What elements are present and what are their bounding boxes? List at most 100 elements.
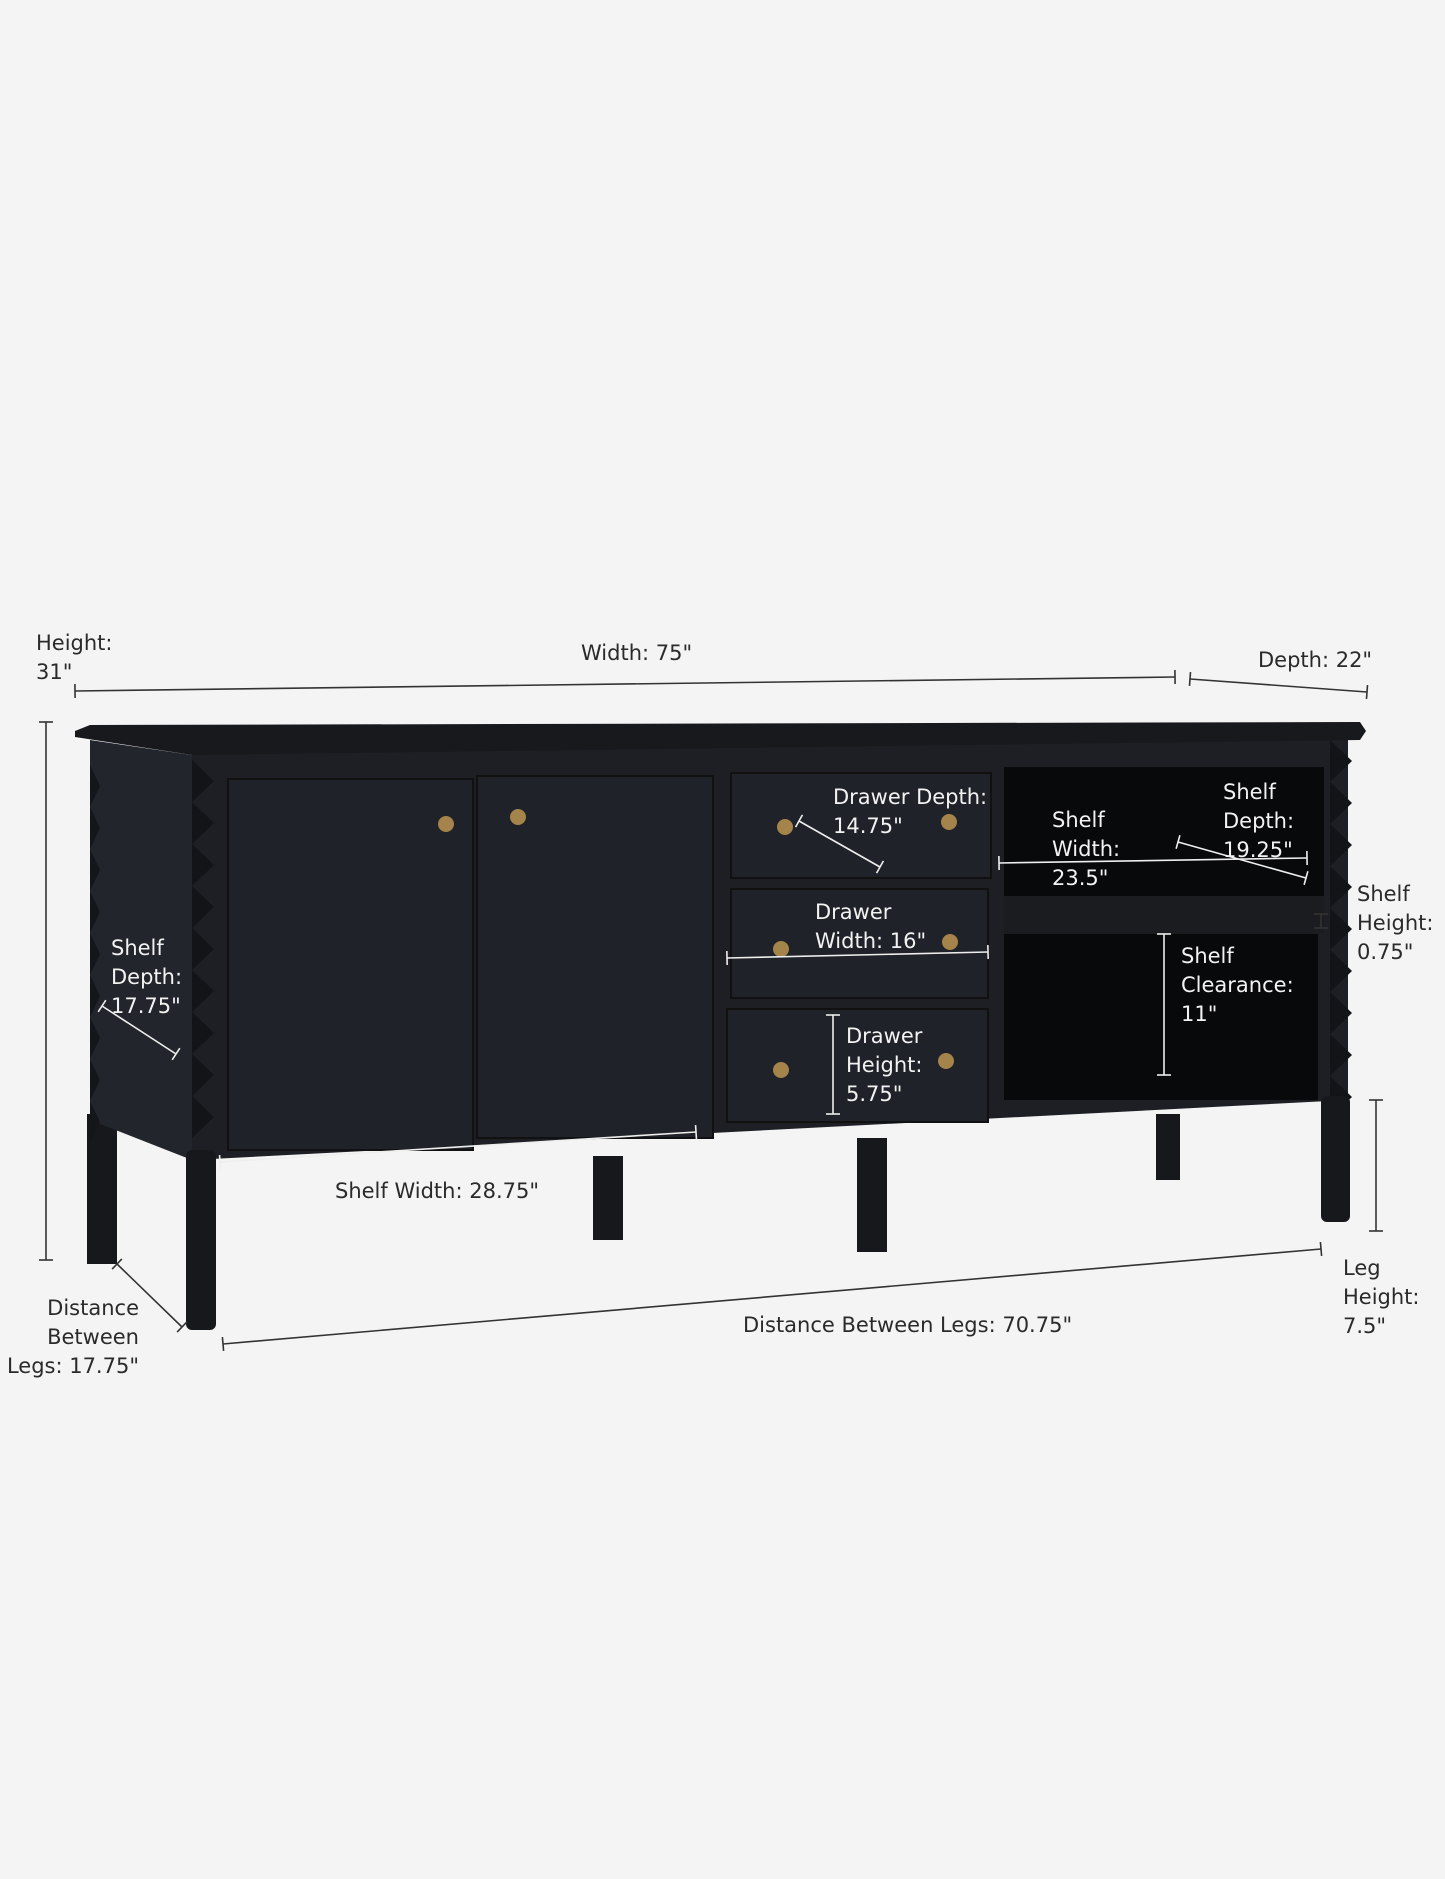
label-line: 14.75" xyxy=(833,814,903,838)
label-line: Shelf xyxy=(1052,808,1105,832)
brass-knob xyxy=(773,1062,789,1078)
dimension-tick xyxy=(694,1124,698,1140)
column-carving xyxy=(192,1012,214,1054)
column-carving xyxy=(1330,950,1352,992)
dimension-tick xyxy=(794,814,804,828)
label-line: Drawer xyxy=(846,1024,923,1048)
back-leg xyxy=(1156,1114,1180,1180)
dimension-tick xyxy=(176,1321,188,1333)
brass-knob xyxy=(773,941,789,957)
column-carving xyxy=(192,844,214,886)
label-line: 0.75" xyxy=(1357,940,1413,964)
column-carving xyxy=(192,1054,214,1096)
label-line: Height: xyxy=(36,631,113,655)
label-line: Legs: 17.75" xyxy=(7,1354,139,1378)
brass-knob xyxy=(941,814,957,830)
side-carving xyxy=(90,1059,100,1101)
label-line: Height: xyxy=(1357,911,1434,935)
label-line: Leg xyxy=(1343,1256,1381,1280)
label-line: 17.75" xyxy=(111,994,181,1018)
label-line: 23.5" xyxy=(1052,866,1108,890)
dimension-line-dbl-side xyxy=(116,1263,183,1328)
label-line: 7.5" xyxy=(1343,1314,1386,1338)
brass-knob xyxy=(438,816,454,832)
label-height: Height: 31" xyxy=(36,631,113,684)
column-carving xyxy=(1330,740,1352,782)
brass-knob xyxy=(510,809,526,825)
dimension-line-depth xyxy=(1189,678,1368,693)
dimension-lines xyxy=(39,669,1383,1352)
label-line: Drawer Depth: xyxy=(833,785,987,809)
dimension-tick xyxy=(218,1154,222,1170)
label-line: Width: 16" xyxy=(815,929,926,953)
top-slab xyxy=(75,722,1366,755)
label-line: Depth: xyxy=(111,965,182,989)
brass-knob xyxy=(938,1053,954,1069)
column-carving xyxy=(1330,782,1352,824)
column-carving xyxy=(192,970,214,1012)
label-line: Clearance: xyxy=(1181,973,1294,997)
shelf-board xyxy=(1004,896,1324,934)
front-leg xyxy=(1321,1096,1350,1222)
dimension-tick xyxy=(171,1047,181,1061)
label-shelf-width-left: Shelf Width: 28.75" xyxy=(335,1179,539,1203)
open-shelf xyxy=(1004,767,1324,896)
column-carving xyxy=(1330,992,1352,1034)
dimension-line-shelf-width-right xyxy=(998,857,1308,864)
label-line: 5.75" xyxy=(846,1082,902,1106)
dimension-line-shelf-depth-left xyxy=(101,1005,177,1055)
label-drawer-depth: Drawer Depth: 14.75" xyxy=(833,785,987,838)
front-leg xyxy=(186,1150,216,1330)
label-distance-between-legs-front: Distance Between Legs: 70.75" xyxy=(743,1313,1072,1337)
dimension-tick xyxy=(875,860,885,874)
column-carving xyxy=(192,928,214,970)
label-line: Height: xyxy=(846,1053,923,1077)
label-line: Drawer xyxy=(815,900,892,924)
column-carving xyxy=(192,802,214,844)
column-carving xyxy=(1330,908,1352,950)
label-line: Shelf Width: 28.75" xyxy=(335,1179,539,1203)
column-carving xyxy=(192,760,214,802)
side-carving xyxy=(90,975,100,1017)
side-carving xyxy=(90,1017,100,1059)
dimension-line-drawer-depth xyxy=(798,820,881,868)
column-carving xyxy=(192,1096,214,1138)
column-carving xyxy=(1330,1034,1352,1076)
label-line: Shelf xyxy=(111,936,164,960)
label-line: Width: 75" xyxy=(581,641,692,665)
side-carving xyxy=(90,891,100,933)
label-line: Distance xyxy=(47,1296,139,1320)
dimension-line-drawer-width xyxy=(726,951,989,959)
label-line: Shelf xyxy=(1181,944,1234,968)
dimension-tick xyxy=(111,1258,123,1270)
label-line: Depth: xyxy=(1223,809,1294,833)
label-depth: Depth: 22" xyxy=(1258,648,1372,672)
dimension-tick xyxy=(221,1336,225,1352)
dimension-line-shelf-width-left xyxy=(219,1131,697,1163)
dimension-tick xyxy=(97,999,107,1013)
column-carving xyxy=(192,886,214,928)
dimension-line-shelf-depth-right xyxy=(1177,841,1307,879)
dimension-line-dbl-front xyxy=(222,1248,1322,1345)
side-carving xyxy=(90,807,100,849)
side-carving xyxy=(90,1101,100,1143)
label-line: 19.25" xyxy=(1223,838,1293,862)
dimension-tick xyxy=(1319,1241,1323,1257)
label-line: 31" xyxy=(36,660,72,684)
dimension-line-width xyxy=(74,676,1176,692)
label-line: Shelf xyxy=(1357,882,1410,906)
dimension-tick xyxy=(1365,684,1369,700)
dimension-labels: Height: 31" Width: 75" Depth: 22" Drawer Dep… xyxy=(7,631,1434,1378)
side-panel xyxy=(90,740,192,1160)
brass-knob xyxy=(777,819,793,835)
